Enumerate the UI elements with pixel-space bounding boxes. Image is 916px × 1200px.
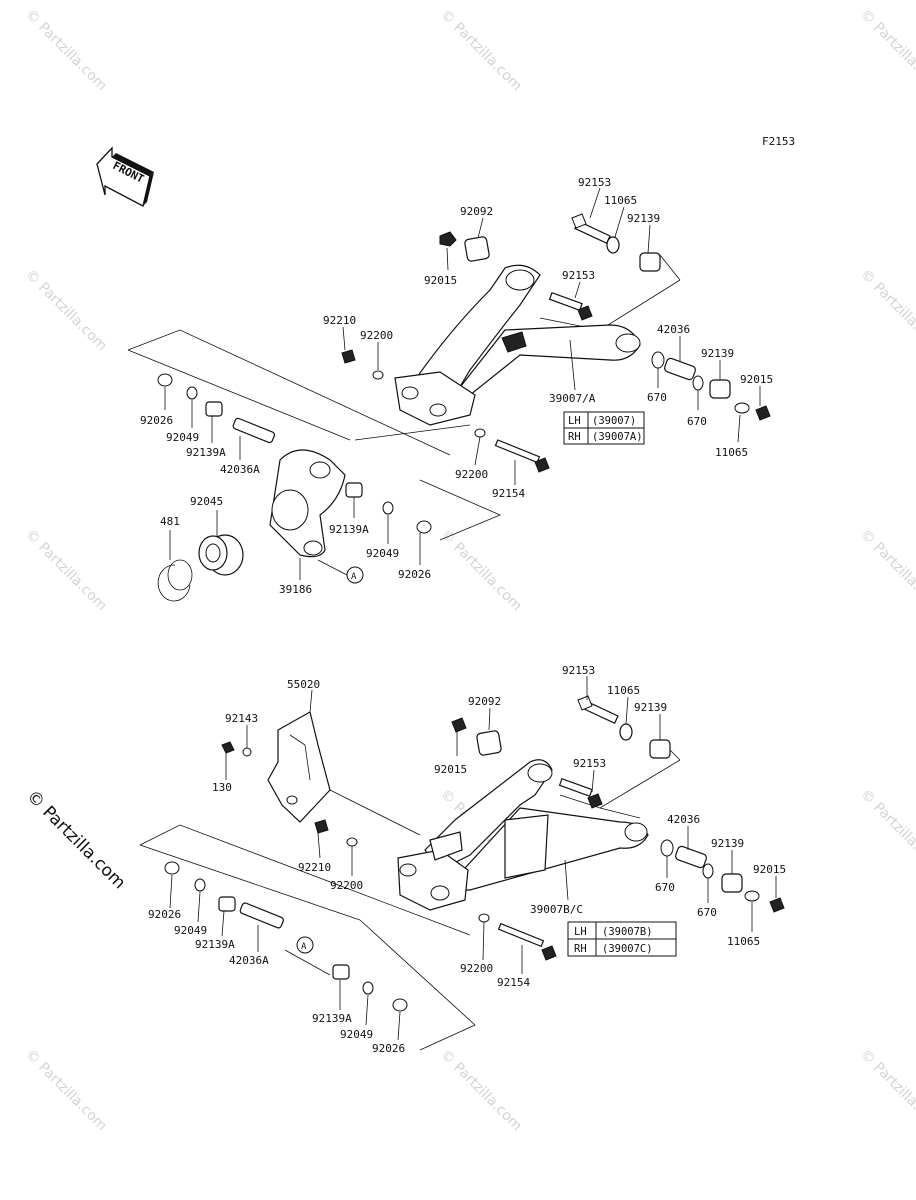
watermark: © Partzilla.com [22, 527, 110, 615]
watermark: © Partzilla.com [22, 267, 110, 355]
lower-small-parts: A [164, 695, 785, 1012]
part-label: 92015 [753, 863, 786, 876]
watermark: © Partzilla.com [437, 7, 525, 95]
part-label: 92139 [701, 347, 734, 360]
part-label: 92143 [225, 712, 258, 725]
lower-labels: 92153 55020 11065 92092 92139 92143 9201… [148, 664, 786, 1055]
watermark: © Partzilla.com [857, 267, 916, 355]
part-label: 92139A [186, 446, 226, 459]
table-part: (39007B) [602, 926, 653, 938]
callout-letter: A [301, 942, 307, 952]
part-label: 92049 [340, 1028, 373, 1041]
part-label: 92210 [298, 861, 331, 874]
part-label: 92139 [627, 212, 660, 225]
part-label: 42036 [667, 813, 700, 826]
part-label: 92045 [190, 495, 223, 508]
part-label: 92049 [366, 547, 399, 560]
part-label: 670 [697, 906, 717, 919]
part-label: 92139 [634, 701, 667, 714]
table-side: LH [568, 415, 581, 427]
part-label: 42036A [229, 954, 269, 967]
watermark: © Partzilla.com [437, 527, 525, 615]
part-label: 11065 [607, 684, 640, 697]
table-side: RH [574, 943, 587, 955]
part-label: 670 [655, 881, 675, 894]
part-label: 39186 [279, 583, 312, 596]
lower-assembly: A [139, 664, 786, 1055]
part-label: 92200 [460, 962, 493, 975]
table-part: (39007) [592, 415, 636, 427]
watermark: © Partzilla.com [22, 1047, 110, 1135]
upper-assembly: A [127, 176, 773, 602]
part-label: 92153 [573, 757, 606, 770]
part-label: 92015 [424, 274, 457, 287]
upper-labels: 92153 11065 92139 92092 92015 92153 9221… [140, 176, 773, 596]
part-label: 92200 [455, 468, 488, 481]
part-label: 39007/A [549, 392, 596, 405]
part-label: 92092 [468, 695, 501, 708]
part-label: 92139A [329, 523, 369, 536]
watermark: © Partzilla.com [437, 1047, 525, 1135]
lower-leaders [169, 676, 777, 1041]
part-label: 130 [212, 781, 232, 794]
part-label: 11065 [604, 194, 637, 207]
upper-a-arm [394, 264, 641, 426]
diagram-code: F2153 [762, 135, 795, 148]
part-label: 92200 [330, 879, 363, 892]
part-label: 92026 [372, 1042, 405, 1055]
part-label: 92154 [497, 976, 530, 989]
table-side: LH [574, 926, 587, 938]
part-label: 55020 [287, 678, 320, 691]
callout-letter: A [351, 572, 357, 582]
part-label: 92139 [711, 837, 744, 850]
part-label: 92049 [174, 924, 207, 937]
part-label: 42036 [657, 323, 690, 336]
upper-leaders [164, 187, 761, 580]
part-label: 92026 [140, 414, 173, 427]
part-label: 92153 [562, 269, 595, 282]
part-label: 92092 [460, 205, 493, 218]
part-label: 39007B/C [530, 903, 583, 916]
lower-skid-plate [267, 711, 331, 823]
part-label: 670 [647, 391, 667, 404]
table-side: RH [568, 431, 581, 443]
upper-small-parts: A [157, 213, 771, 584]
part-label: 92153 [562, 664, 595, 677]
part-label: 670 [687, 415, 707, 428]
upper-circlip [157, 559, 193, 602]
part-label: 92200 [360, 329, 393, 342]
part-label: 92015 [434, 763, 467, 776]
lower-lhrh-table: LH (39007B) RH (39007C) [567, 921, 677, 957]
part-label: 92026 [398, 568, 431, 581]
part-label: 11065 [715, 446, 748, 459]
part-label: 92049 [166, 431, 199, 444]
upper-bearing [198, 534, 244, 576]
part-label: 11065 [727, 935, 760, 948]
watermark: © Partzilla.com [857, 527, 916, 615]
part-label: 92210 [323, 314, 356, 327]
watermark: © Partzilla.com [857, 1047, 916, 1135]
table-part: (39007C) [602, 943, 653, 955]
watermark: © Partzilla.com [22, 7, 110, 95]
part-label: 92015 [740, 373, 773, 386]
side-watermark: © Partzilla.com [22, 786, 129, 893]
upper-lhrh-table: LH (39007) RH (39007A) [563, 411, 645, 445]
part-label: 92026 [148, 908, 181, 921]
part-label: 92153 [578, 176, 611, 189]
table-part: (39007A) [592, 431, 643, 443]
part-label: 92154 [492, 487, 525, 500]
part-label: 481 [160, 515, 180, 528]
upper-knuckle [269, 449, 346, 558]
part-label: 92139A [195, 938, 235, 951]
lower-a-arm [397, 759, 649, 911]
watermark: © Partzilla.com [857, 7, 916, 95]
part-label: 92139A [312, 1012, 352, 1025]
part-label: 42036A [220, 463, 260, 476]
watermark: © Partzilla.com [857, 787, 916, 875]
front-arrow-icon: FRONT [96, 146, 154, 207]
